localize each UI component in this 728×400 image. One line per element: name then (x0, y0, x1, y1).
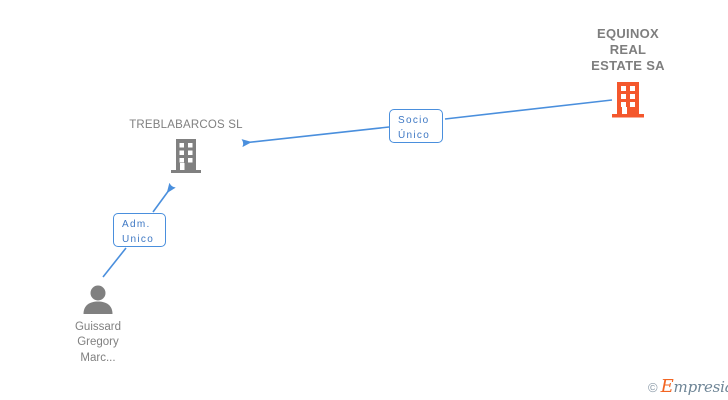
relation-label-socio-unico[interactable]: Socio Único (389, 109, 443, 143)
node-company-equinox[interactable]: EQUINOX REAL ESTATE SA (563, 26, 693, 120)
relation-label-adm-unico[interactable]: Adm. Unico (113, 213, 166, 247)
node-icon-wrap-equinox (563, 80, 693, 120)
node-company-treblabarcos[interactable]: TREBLABARCOS SL (122, 118, 250, 175)
node-label-treblabarcos: TREBLABARCOS SL (129, 119, 243, 131)
brand-logo: Empresia (661, 378, 728, 396)
edge-relation-to-treblabarcos-2 (152, 182, 176, 213)
node-icon-wrap-treblabarcos (122, 137, 250, 175)
building-icon (171, 139, 201, 174)
edge-person-to-relation (102, 247, 127, 278)
brand-initial: E (660, 376, 674, 397)
building-icon (612, 81, 644, 118)
edge-relation-to-treblabarcos (241, 126, 390, 148)
brand-name: mpresia (673, 378, 728, 396)
watermark-empresia: © Empresia (648, 378, 728, 396)
node-icon-wrap-person (48, 284, 148, 314)
node-person-guissard[interactable]: Guissard Gregory Marc... (48, 284, 148, 366)
node-label-person: Guissard Gregory Marc... (74, 321, 122, 364)
node-label-equinox: EQUINOX REAL ESTATE SA (591, 26, 665, 73)
copyright-icon: © (648, 379, 658, 395)
person-icon (83, 285, 113, 314)
